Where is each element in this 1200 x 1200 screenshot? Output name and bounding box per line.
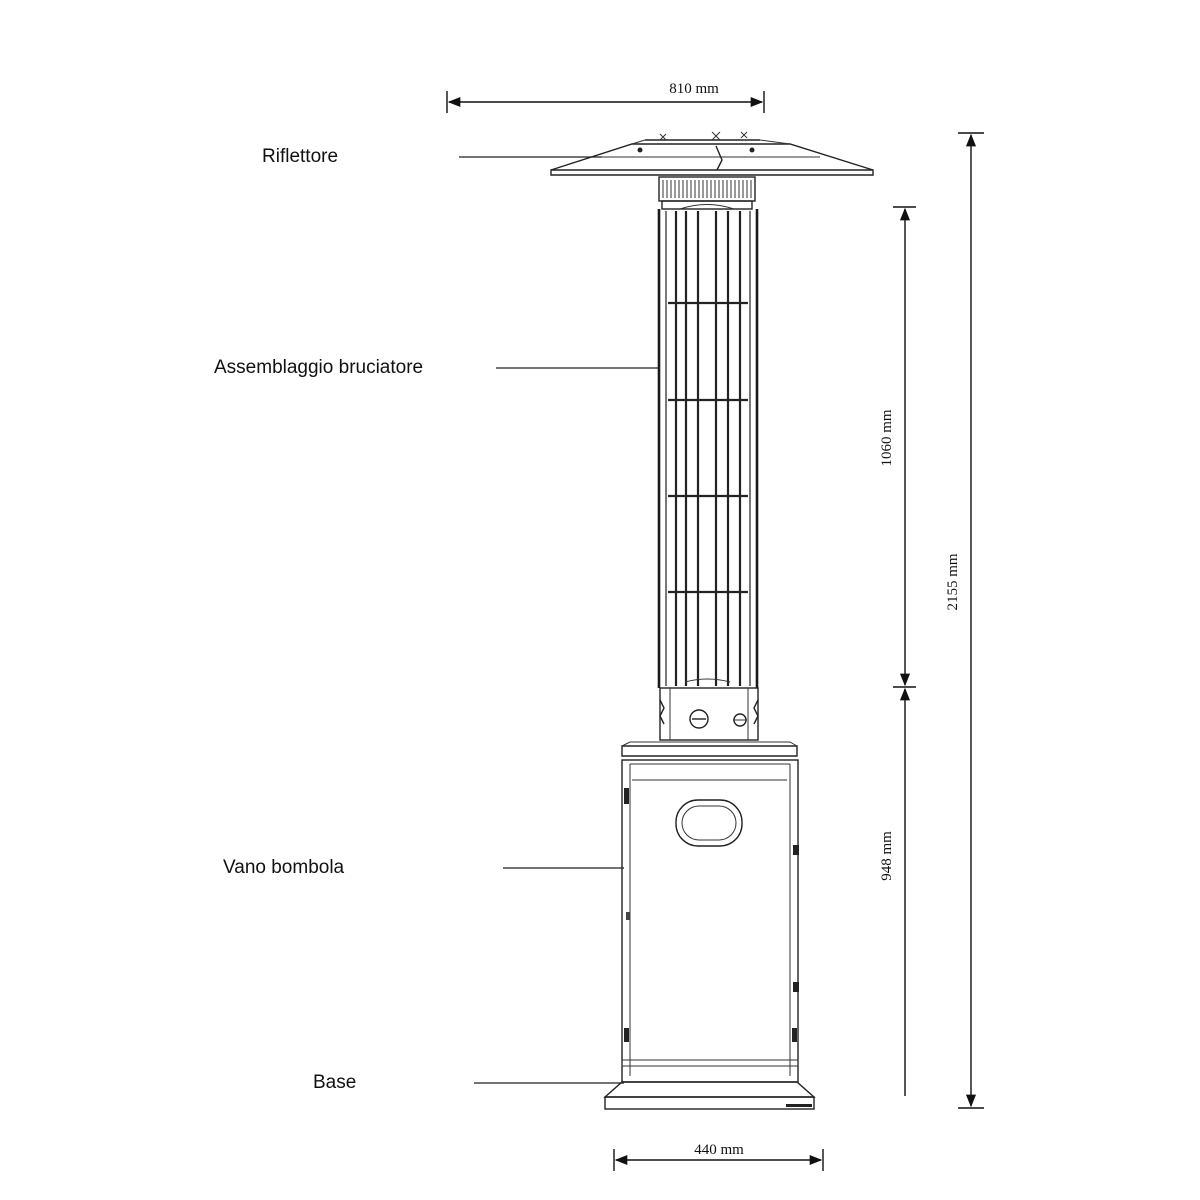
handle-opening-icon (675, 799, 743, 847)
burner-height-dimension: 1060 mm (879, 206, 916, 688)
total-height-label: 2155 mm (945, 553, 961, 610)
lower-height-label: 948 mm (879, 831, 895, 881)
lower-height-dimension: 948 mm (879, 687, 911, 1096)
base-label: Base (313, 1072, 356, 1093)
control-housing (659, 687, 759, 741)
base-width-dimension: 440 mm (613, 1142, 824, 1171)
total-height-dimension: 2155 mm (945, 132, 984, 1109)
burner-height-label: 1060 mm (879, 409, 895, 466)
tank-compartment-label: Vano bombola (223, 857, 345, 878)
burner-cage (657, 204, 759, 688)
base-width-label: 440 mm (694, 1142, 744, 1158)
control-knob-icon (689, 709, 709, 729)
base-shape (603, 1081, 816, 1110)
reflector-label: Riflettore (262, 146, 338, 167)
door-hinge-icon (624, 788, 799, 1042)
reflector-width-label: 810 mm (669, 81, 719, 97)
burner-assembly-label: Assemblaggio bruciatore (214, 357, 423, 378)
igniter-button-icon (733, 713, 747, 727)
reflector-width-dimension: 810 mm (446, 81, 765, 113)
top-collar (658, 176, 756, 210)
reflector-shape (550, 131, 874, 176)
tank-compartment-shape (621, 741, 799, 1083)
